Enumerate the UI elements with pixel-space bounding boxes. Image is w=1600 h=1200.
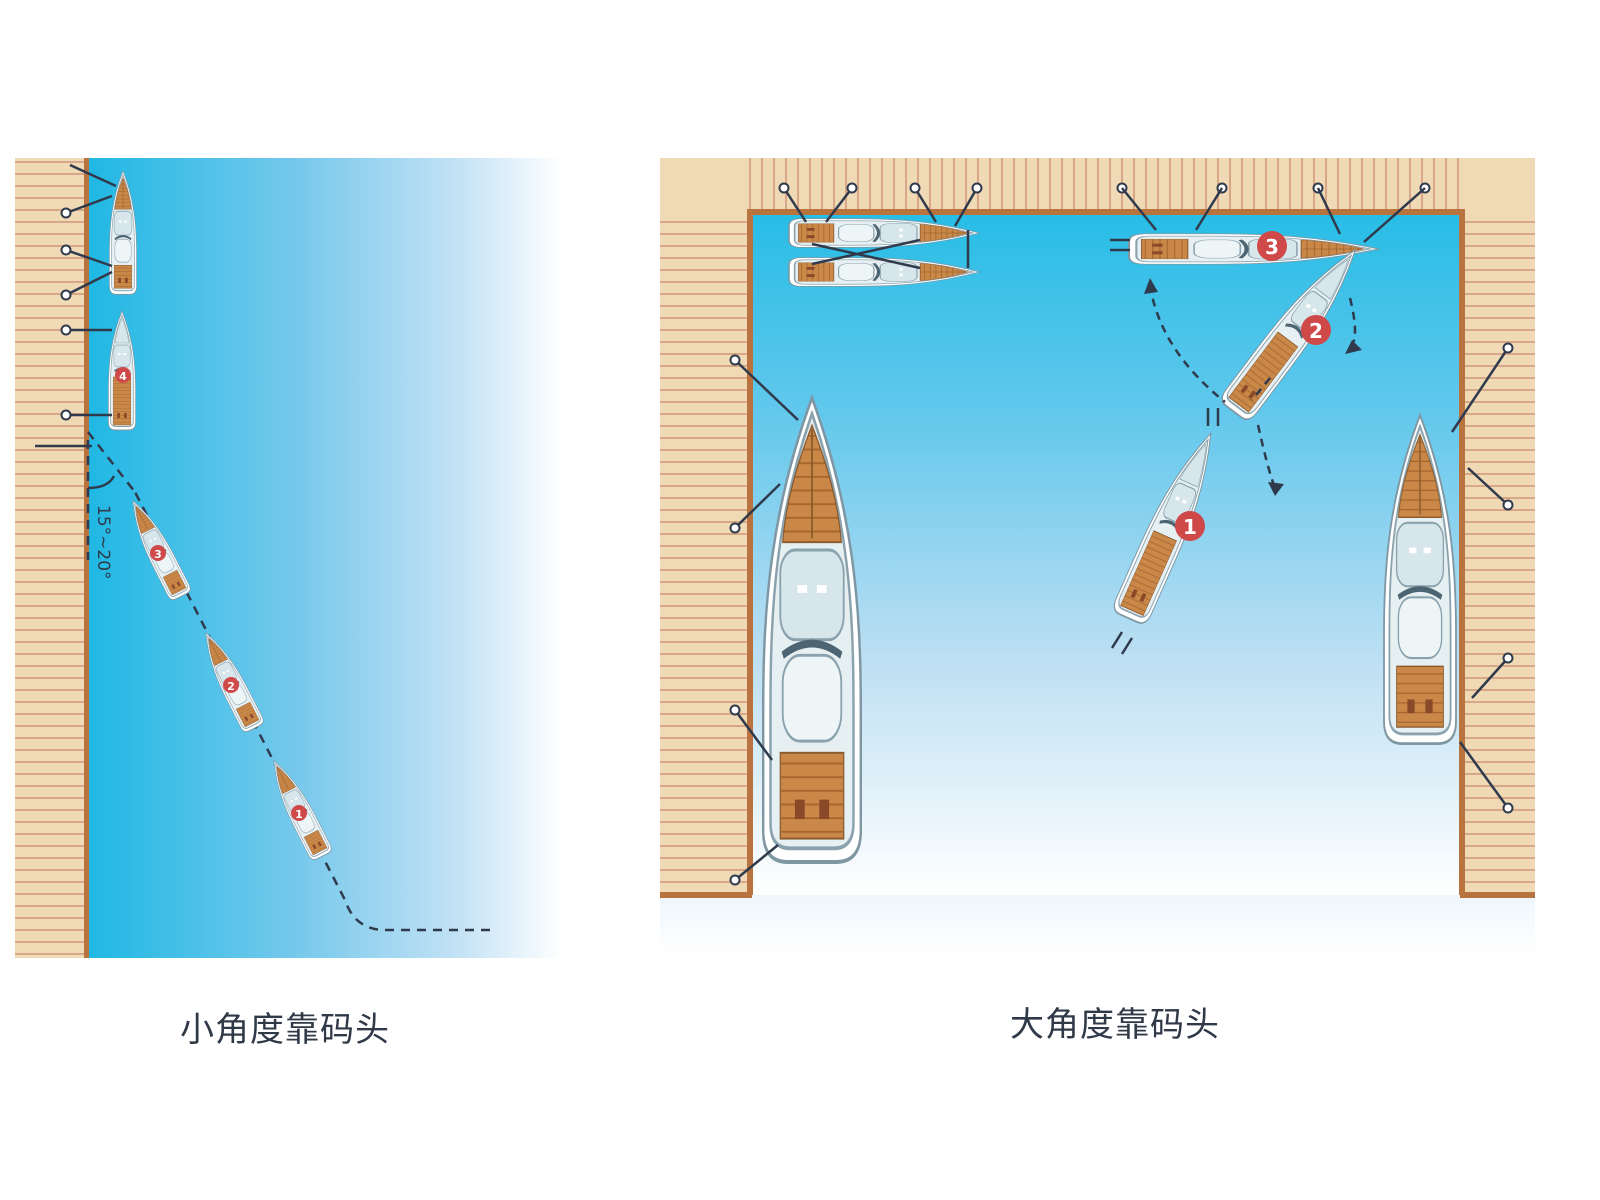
svg-text:1: 1 [295, 808, 303, 821]
right-dock-corner-left [660, 158, 747, 212]
left-approach-path [86, 431, 490, 932]
left-dock [15, 158, 85, 958]
caption-large-angle: 大角度靠码头 [1010, 1005, 1220, 1045]
svg-text:2: 2 [1309, 319, 1323, 343]
left-badge-4: 4 [115, 367, 131, 383]
right-panel: 3 2 1 [660, 158, 1535, 955]
right-arrow-heads [1144, 278, 1362, 496]
svg-text:3: 3 [154, 548, 162, 561]
right-dock-corner-right [1462, 158, 1535, 212]
left-panel: 15°~20° 4 3 2 1 [15, 158, 563, 958]
right-badge-3: 3 [1257, 231, 1287, 261]
right-wake-marks [1110, 408, 1220, 655]
right-boat-3-lines [1110, 187, 1426, 252]
right-water [747, 212, 1462, 895]
svg-text:4: 4 [119, 370, 127, 383]
right-badge-1: 1 [1175, 511, 1205, 541]
right-bottom-fade [660, 895, 1535, 955]
svg-text:3: 3 [1265, 235, 1279, 259]
angle-arc [87, 475, 116, 490]
left-mooring-lines [65, 163, 117, 417]
right-dock-edge [747, 209, 1465, 895]
right-side-mooring-lines [733, 347, 1510, 881]
svg-text:1: 1 [1183, 515, 1197, 539]
right-dock-top [660, 158, 1535, 212]
caption-small-angle: 小角度靠码头 [180, 1010, 390, 1050]
left-badge-1: 1 [291, 805, 307, 821]
right-badge-2: 2 [1301, 315, 1331, 345]
right-rafted-lines [782, 187, 979, 270]
right-dock-right [1462, 158, 1535, 895]
left-badge-3: 3 [150, 545, 166, 561]
left-badge-2: 2 [223, 677, 239, 693]
svg-text:2: 2 [227, 680, 235, 693]
left-dock-edge [84, 158, 89, 958]
angle-label: 15°~20° [93, 505, 113, 580]
